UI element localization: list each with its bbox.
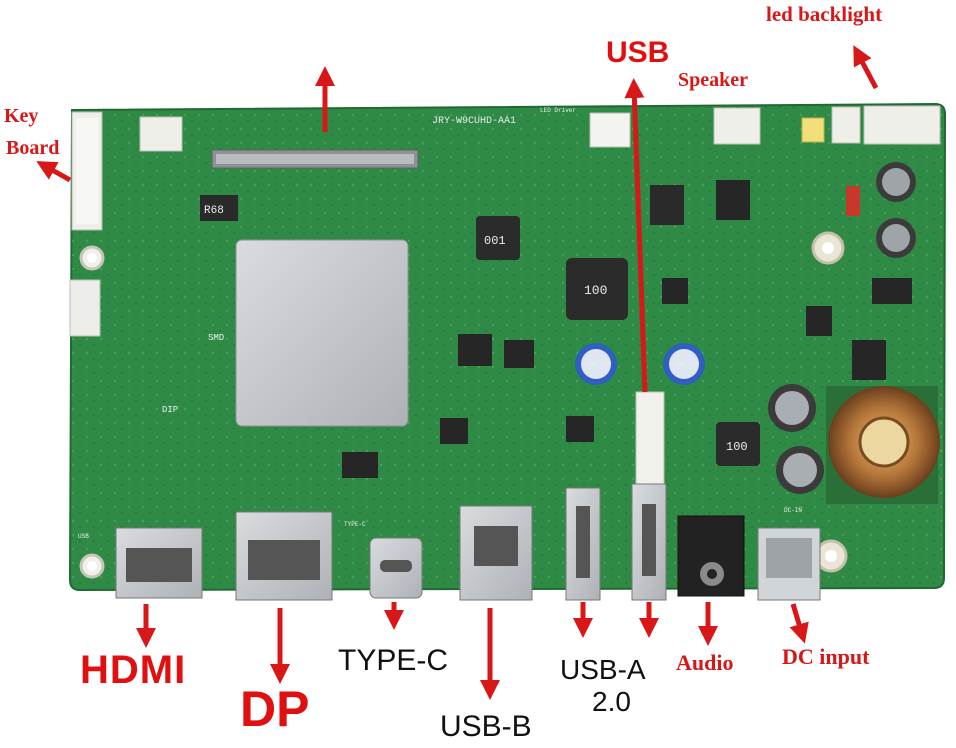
backlight-arrow — [853, 45, 879, 90]
type-c-label: TYPE-C — [338, 644, 449, 677]
capacitor-6 — [776, 446, 824, 494]
mounting-holes — [79, 231, 848, 579]
ic-1 — [458, 334, 492, 366]
dc-input-label: DC input — [782, 644, 870, 669]
audio-jack — [677, 515, 745, 597]
side-connector — [69, 279, 101, 337]
capacitor-3 — [876, 162, 916, 202]
cap-b-text: 100 35V — [674, 361, 700, 368]
capacitor-1 — [575, 343, 617, 385]
dip-text: DIP — [162, 405, 178, 415]
heatsink — [235, 239, 409, 427]
backlight-connector-a — [831, 106, 861, 144]
ic-8 — [806, 306, 832, 336]
annotation-arrows — [36, 45, 879, 700]
speaker-label: Speaker — [678, 69, 748, 91]
smd-text: SMD — [208, 333, 224, 343]
small-connector — [139, 116, 183, 152]
board-model-text: JRY-W9CUHD-AA1 — [432, 116, 516, 127]
led-backlight-label: led backlight — [766, 2, 883, 26]
inductor-2-text: 100 — [584, 283, 607, 298]
hdmi-port — [115, 527, 203, 599]
dc-jack — [757, 527, 821, 601]
ic-10 — [852, 340, 886, 380]
ic-9 — [872, 278, 912, 304]
audio-label: Audio — [676, 650, 734, 675]
capacitor-4 — [876, 218, 916, 258]
usb-b-port — [459, 505, 533, 601]
keyboard-arrow — [36, 161, 72, 183]
dc-arrow — [789, 603, 809, 644]
r68-text: R68 — [204, 205, 224, 217]
inductor-4-text: 100 — [726, 440, 748, 454]
inductor-4 — [716, 422, 760, 466]
type-c-port — [369, 537, 423, 599]
fuse — [846, 186, 860, 216]
usb-a-label-line2: 2.0 — [592, 686, 631, 717]
speaker-connector — [713, 107, 761, 145]
lvds-connector — [211, 149, 419, 169]
usb-a-port-2 — [631, 483, 667, 601]
chip-r68 — [200, 195, 238, 221]
usb-a-label-line1: USB-A — [560, 654, 646, 685]
type-c-silk-text: TYPE-C — [344, 521, 366, 528]
dp-label: DP — [240, 681, 310, 737]
usb-a-port-1 — [565, 487, 601, 601]
hdmi-label: HDMI — [80, 648, 187, 692]
ic-3 — [440, 418, 468, 444]
led-connector — [589, 112, 631, 148]
inductor-2 — [566, 258, 628, 320]
cap-a-text: 100 35V — [586, 361, 612, 368]
usb-label: USB — [606, 36, 670, 69]
usb-arrow — [624, 78, 648, 393]
ic-6 — [716, 180, 750, 220]
inductor-1 — [476, 216, 520, 260]
capacitor-2 — [663, 343, 705, 385]
dp-port — [235, 511, 333, 601]
led-driver-text: LED Driver — [540, 107, 576, 114]
keyboard-label-line1: Key — [4, 105, 39, 127]
capacitor-5 — [768, 384, 816, 432]
backlight-connector-b — [863, 105, 941, 145]
ic-5 — [342, 452, 378, 478]
ic-4 — [566, 416, 594, 442]
keyboard-label-line2: Board — [6, 137, 60, 159]
inductor-3 — [650, 185, 684, 225]
ic-7 — [662, 278, 688, 304]
led-indicator — [801, 117, 825, 143]
usb-silk-text: USB — [78, 533, 89, 540]
usb-b-label: USB-B — [440, 710, 532, 743]
dc-in-silk-text: DC-IN — [784, 507, 802, 514]
inductor-1-text: 001 — [484, 234, 506, 248]
keyboard-connector — [71, 111, 103, 231]
toroid-inductor — [826, 386, 940, 504]
ic-2 — [504, 340, 534, 368]
usb-header — [635, 391, 665, 491]
